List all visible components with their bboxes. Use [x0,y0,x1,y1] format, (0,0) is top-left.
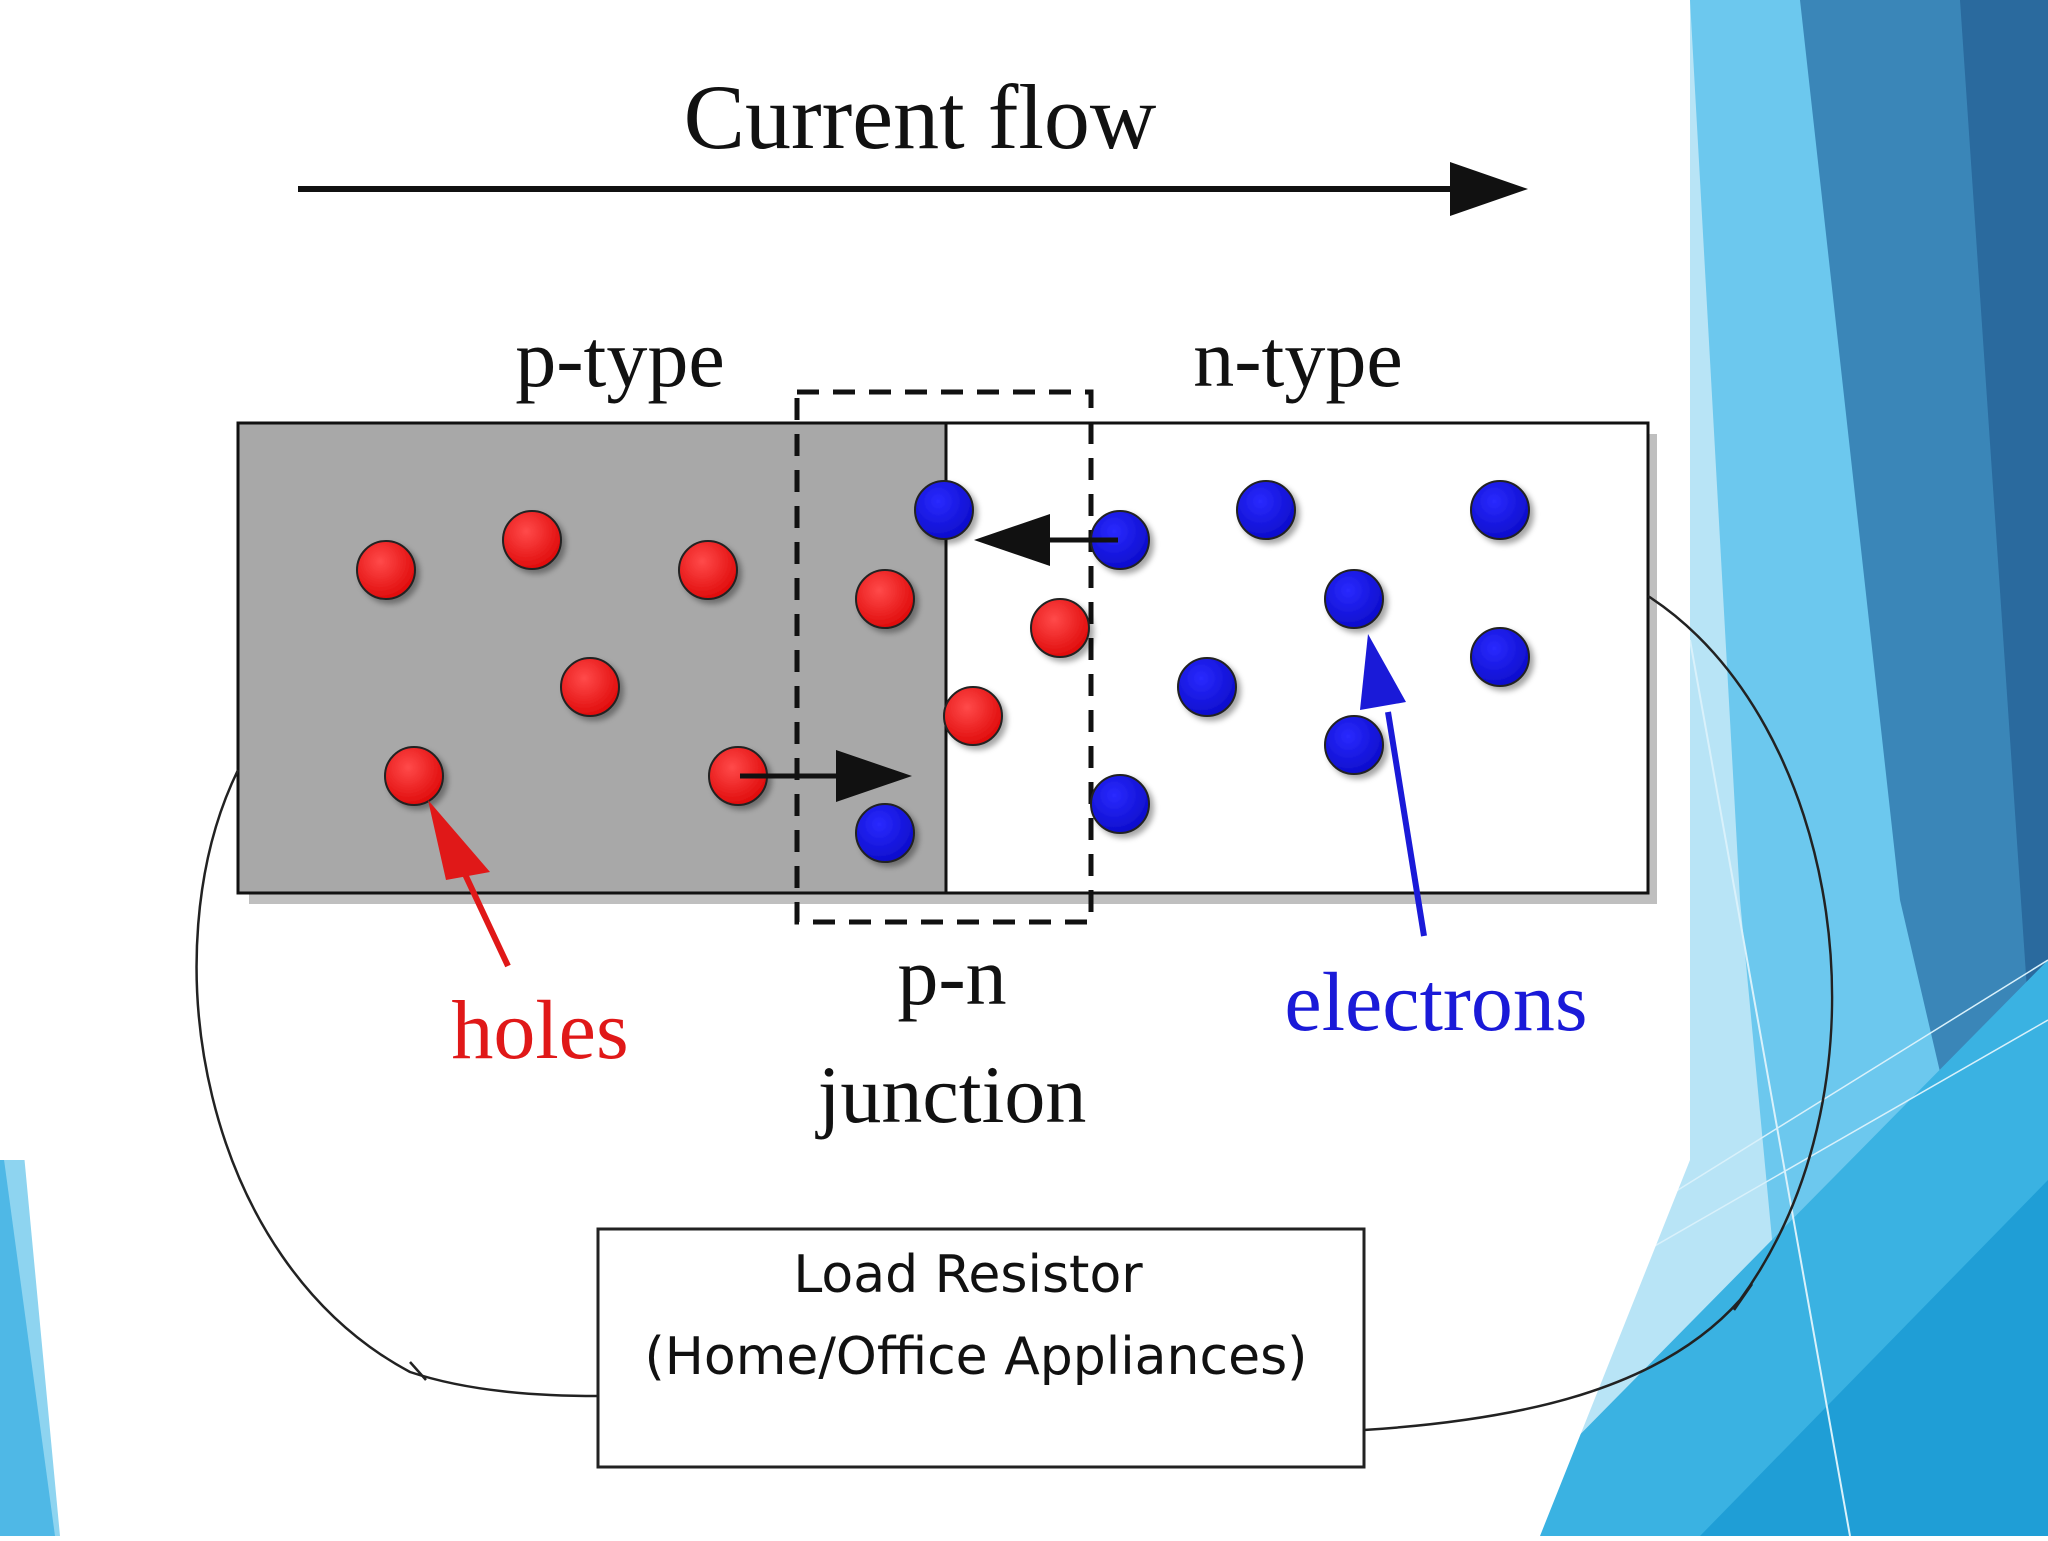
electron-particle [1090,774,1150,834]
load-resistor-line1: Load Resistor [793,1245,1143,1305]
n-type-label: n-type [1193,313,1402,404]
circuit-wire-left-tick [409,1361,427,1381]
holes-group [356,510,1090,806]
electron-particle [1324,715,1384,775]
electron-particle [855,803,915,863]
p-type-label: p-type [515,313,724,404]
current-flow-label: Current flow [684,66,1157,168]
hole-particle [678,540,738,600]
electrons-pointer-arrow [1360,634,1427,937]
hole-particle [1030,598,1090,658]
semiconductor-block [236,421,1657,904]
holes-pointer-arrow [428,800,511,968]
hole-particle [356,540,416,600]
current-flow-arrow-head [1450,162,1528,216]
junction-label-line1: p-n [897,931,1006,1022]
circuit-wire-right-tick [1732,1283,1754,1311]
circuit-wire-right [1363,594,1834,1432]
hole-drift-arrow [740,750,912,802]
n-region [944,421,1650,895]
hole-particle [560,657,620,717]
load-resistor-box [596,1227,1366,1469]
hole-particle [855,569,915,629]
electrons-label: electrons [1284,956,1587,1049]
hole-particle [384,746,444,806]
load-resistor-line2: (Home/Office Appliances) [645,1327,1308,1387]
junction-box [794,389,1094,925]
circuit-wire-left [195,769,599,1398]
junction-label-line2: junction [815,1049,1087,1140]
holes-label: holes [451,984,628,1077]
hole-particle [502,510,562,570]
electron-particle [1324,569,1384,629]
electrons-group [855,480,1530,863]
electron-particle [1177,657,1237,717]
electron-particle [1236,480,1296,540]
electron-drift-arrow [974,514,1118,566]
electron-particle [914,480,974,540]
hole-particle [943,686,1003,746]
electron-particle [1470,480,1530,540]
electron-particle [1470,627,1530,687]
